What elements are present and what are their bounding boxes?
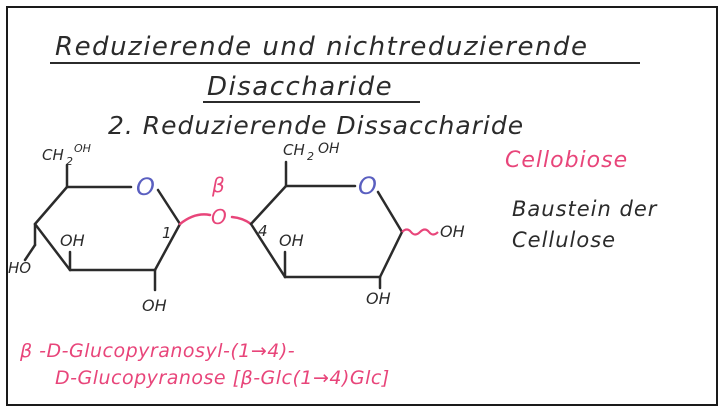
linkage-bond-right — [230, 215, 253, 226]
right-c4-number: 4 — [258, 222, 268, 240]
right-oh-c2: OH — [366, 289, 391, 308]
description-line1: Baustein der — [512, 197, 658, 221]
description-line2: Cellulose — [512, 228, 616, 252]
left-ch2: CH — [42, 146, 64, 164]
formula-line2: D-Glucopyranose [β-Glc(1→4)Glc] — [55, 367, 390, 389]
linkage-bond-left — [178, 213, 212, 226]
left-ho-c4: HO — [8, 259, 31, 277]
left-oh-c3: OH — [60, 231, 85, 250]
subtitle: 2. Reduzierende Dissaccharide — [108, 111, 524, 140]
right-ch2: CH — [283, 141, 305, 159]
right-ch2-oh: OH — [318, 141, 340, 157]
left-ch2-oh: OH — [74, 142, 91, 155]
left-ch2-subscript: 2 — [66, 155, 73, 168]
beta-label: β — [211, 173, 225, 197]
left-oh-c2: OH — [142, 296, 167, 315]
right-oh-c3: OH — [279, 231, 304, 250]
right-ring-oxygen: O — [358, 172, 377, 200]
right-ch2-subscript: 2 — [307, 150, 314, 163]
sugar-name: Cellobiose — [505, 148, 628, 173]
title-line2: Disaccharide — [207, 72, 393, 102]
anomeric-wavy-bond — [401, 228, 439, 236]
right-oh-c1: OH — [440, 222, 465, 241]
left-glucose-ring — [23, 163, 182, 292]
left-c1-number: 1 — [162, 224, 172, 242]
linkage-oxygen: O — [211, 205, 227, 229]
left-ring-oxygen: O — [136, 173, 155, 201]
title-line1: Reduzierende und nichtreduzierende — [55, 32, 588, 62]
formula-line1: β -D-Glucopyranosyl-(1→4)- — [19, 340, 295, 362]
board-frame — [6, 6, 718, 406]
right-glucose-ring — [249, 160, 404, 290]
